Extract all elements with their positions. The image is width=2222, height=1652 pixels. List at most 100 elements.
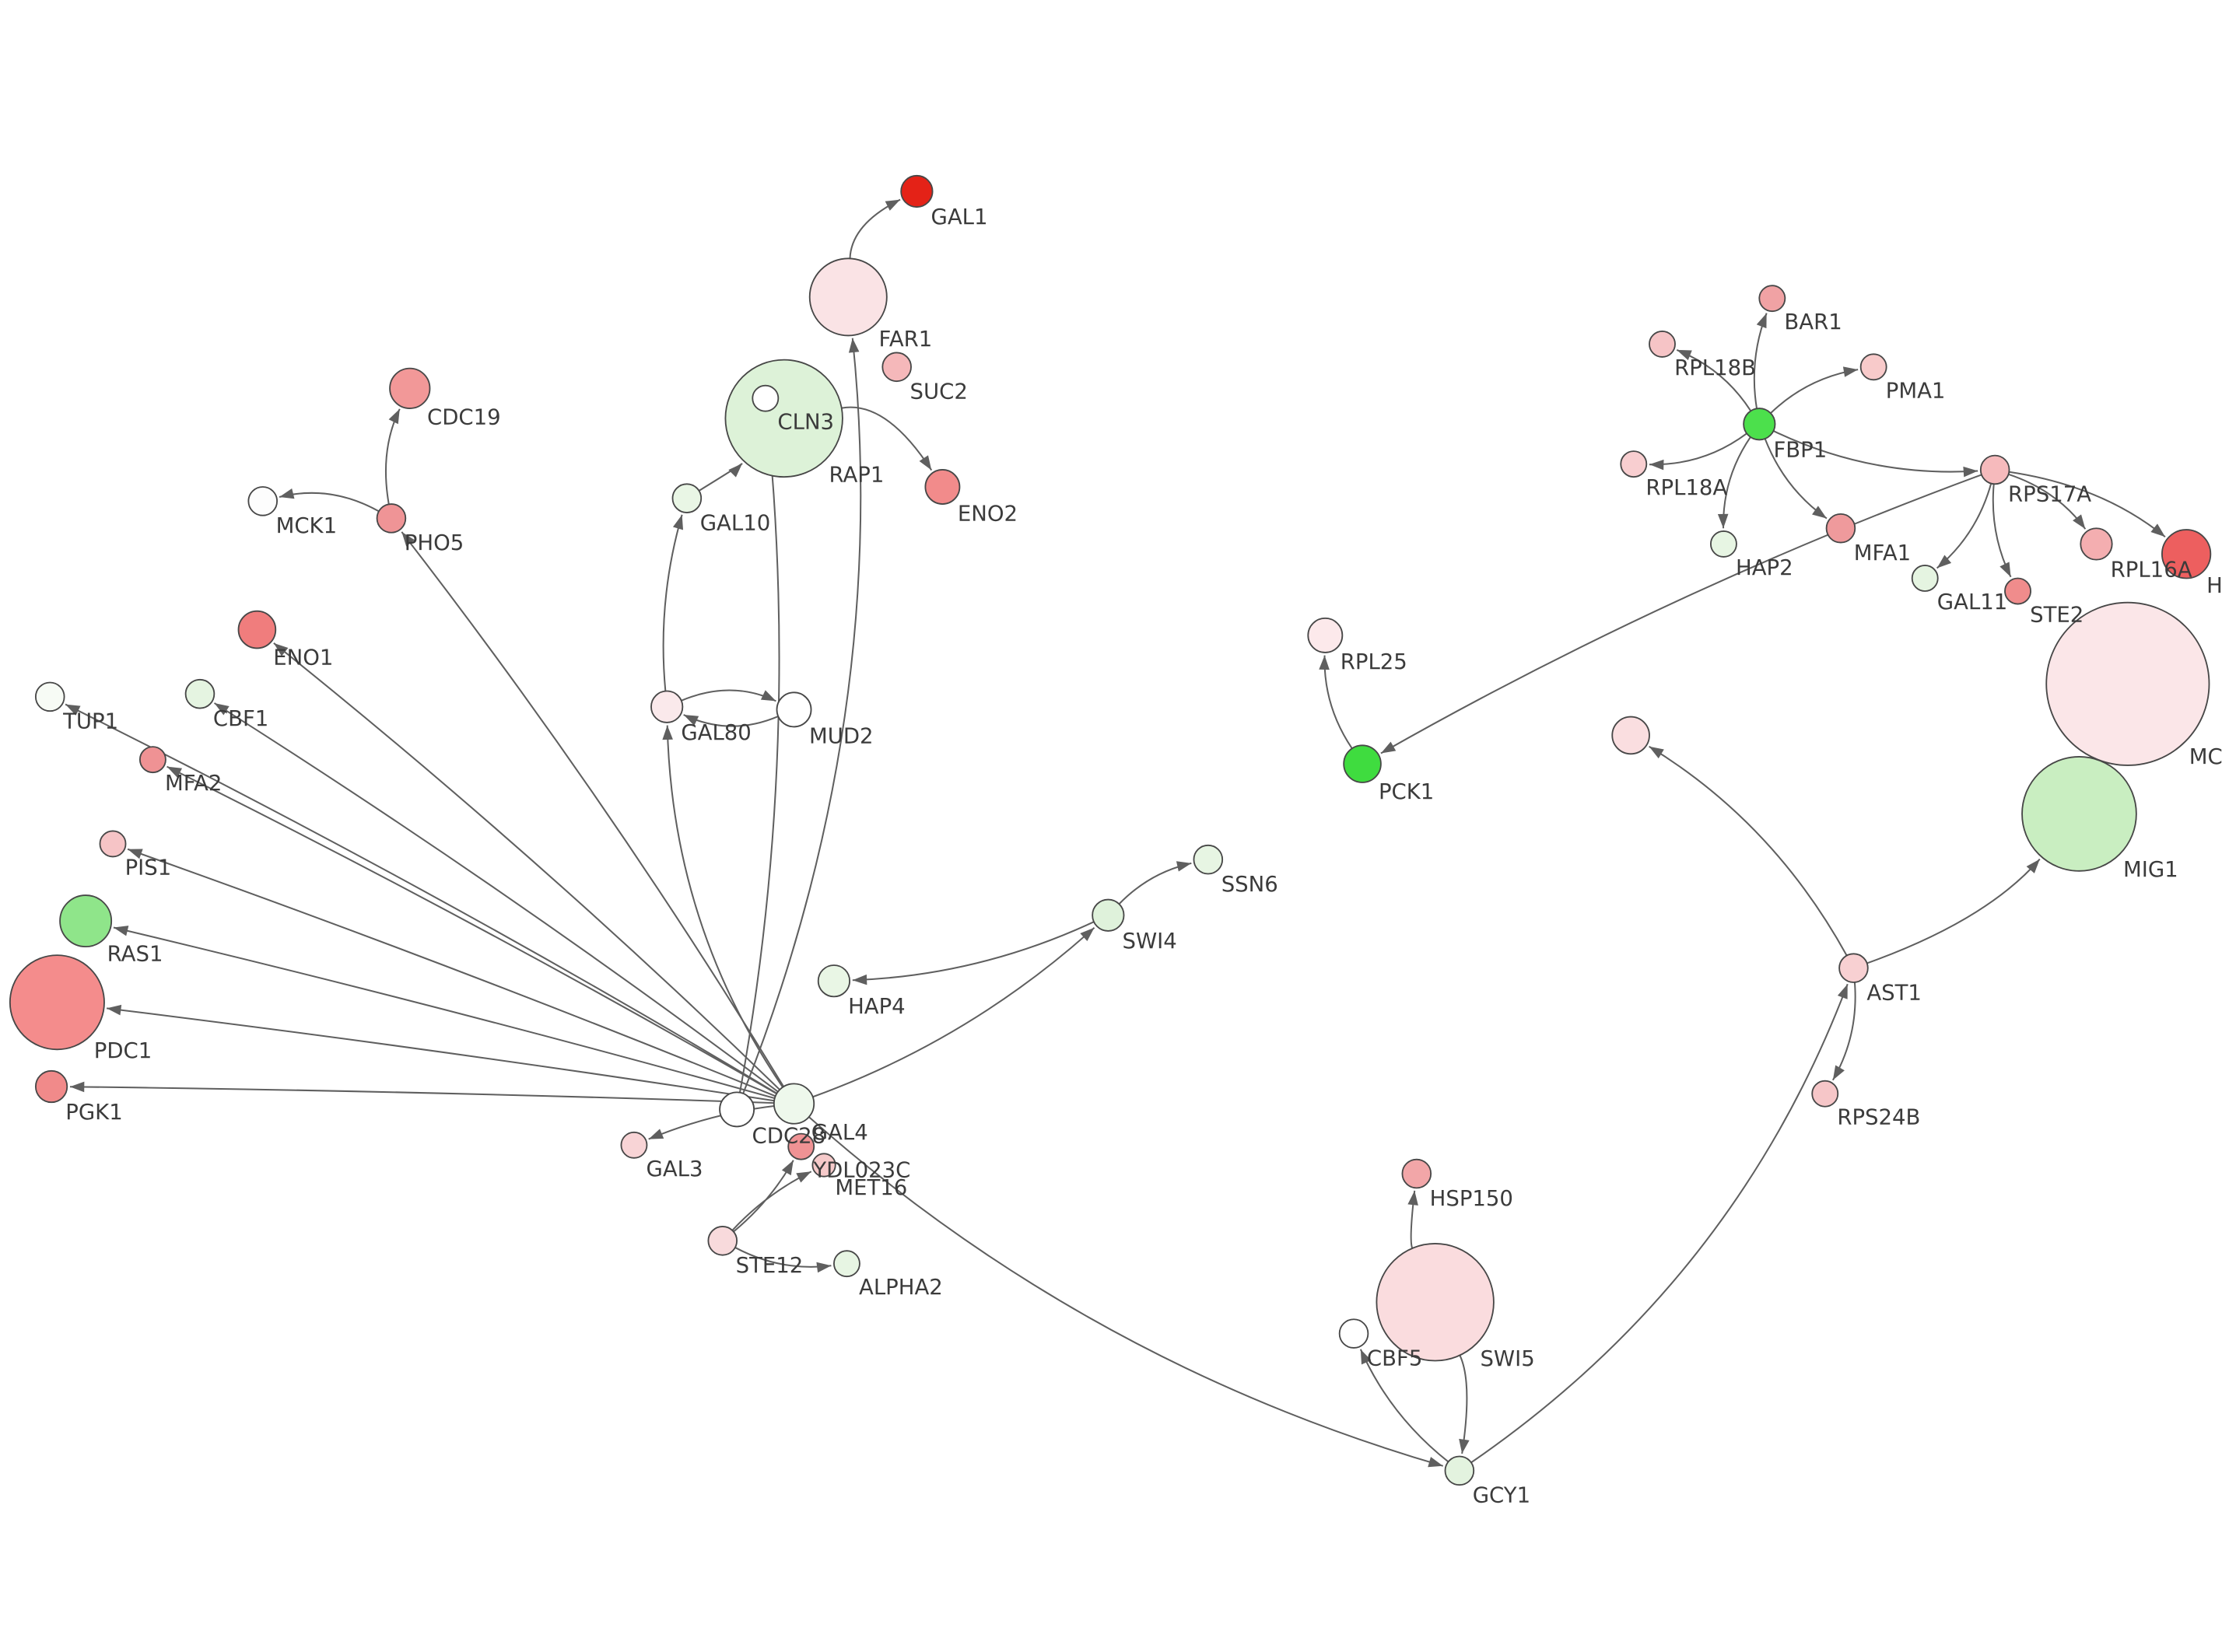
edge-RAP1-ENO2[interactable] (841, 406, 933, 471)
edge-CDC28-FAR1[interactable] (742, 338, 862, 1094)
node-tup1[interactable] (34, 681, 65, 712)
edge-RPS17A-PCK1[interactable] (1380, 474, 1982, 754)
node-pck1[interactable] (1343, 744, 1382, 783)
node-rpl18a[interactable] (1620, 450, 1648, 478)
node-ste12[interactable] (707, 1226, 738, 1256)
node-gal4[interactable] (773, 1083, 815, 1125)
node-pdc1[interactable] (9, 954, 105, 1051)
edge-FBP1-HAP2[interactable] (1717, 436, 1751, 529)
edge-GAL4-PDC1[interactable] (106, 1004, 775, 1102)
edge-GAL4-GAL3[interactable] (648, 1104, 775, 1140)
node-rps17a[interactable] (1979, 454, 2010, 485)
edge-GCY1-CBF5[interactable] (1359, 1349, 1449, 1463)
node-pho5[interactable] (376, 503, 407, 534)
edge-CDC28-CLN3[interactable] (738, 414, 780, 1093)
edge-RPS17A-GAL11[interactable] (1936, 483, 1992, 569)
node-gcy1[interactable] (1444, 1455, 1475, 1486)
edge-PHO5-MCK1[interactable] (279, 488, 380, 513)
edge-FBP1-PMA1[interactable] (1770, 366, 1859, 415)
edge-SWI4-SSN6[interactable] (1118, 861, 1192, 905)
node-gal1[interactable] (900, 174, 934, 208)
node-mck1[interactable] (247, 486, 278, 516)
node-fbp1[interactable] (1743, 408, 1776, 441)
node-gal10[interactable] (671, 483, 703, 513)
edge-GAL80-GAL10[interactable] (662, 514, 684, 691)
edge-FBP1-BAR1[interactable] (1753, 313, 1768, 409)
edge-FBP1-RPL18A[interactable] (1649, 432, 1747, 471)
edge-SWI5-GCY1[interactable] (1459, 1355, 1470, 1454)
node-gal80[interactable] (650, 690, 684, 723)
node-pgk1[interactable] (34, 1069, 68, 1104)
edge-FAR1-GAL1[interactable] (849, 198, 901, 259)
edge-STE12-ALPHA2[interactable] (734, 1247, 832, 1273)
node-ydl023c[interactable] (787, 1132, 815, 1160)
node-alpha2[interactable] (832, 1250, 860, 1278)
node-far1[interactable] (808, 257, 888, 337)
edge-AST1-NODE_X[interactable] (1649, 745, 1848, 956)
node-suc2[interactable] (881, 352, 912, 383)
node-met16[interactable] (811, 1153, 836, 1178)
node-hsp150[interactable] (1401, 1158, 1432, 1189)
node-mfa2[interactable] (138, 746, 166, 774)
node-mcm1[interactable] (2045, 601, 2210, 766)
node-ras1[interactable] (59, 894, 113, 948)
node-mud2[interactable] (776, 691, 812, 728)
node-rpl18b[interactable] (1649, 330, 1676, 358)
edge-MUD2-GAL80[interactable] (683, 714, 779, 727)
node-ast1[interactable] (1838, 953, 1869, 983)
edge-SWI4-HAP4[interactable] (852, 921, 1095, 985)
edge-GCY1-AST1[interactable] (1470, 983, 1849, 1464)
edge-GAL4-ENO1[interactable] (273, 642, 780, 1090)
node-cbf1[interactable] (184, 678, 216, 709)
node-unlabeled[interactable] (1611, 716, 1650, 755)
edge-GAL4-PHO5[interactable] (401, 531, 784, 1087)
node-cdc28[interactable] (719, 1091, 755, 1128)
edge-RPS17A-RPL16A[interactable] (2008, 473, 2087, 530)
node-rap1[interactable] (724, 359, 843, 478)
edge-GAL4-TUP1[interactable] (65, 703, 778, 1094)
edge-PHO5-CDC19[interactable] (384, 408, 401, 505)
node-cdc19[interactable] (389, 367, 431, 409)
node-mig1[interactable] (2021, 756, 2137, 872)
edge-AST1-MIG1[interactable] (1866, 858, 2041, 964)
edge-GAL4-MFA2[interactable] (166, 765, 777, 1095)
node-ste2[interactable] (2004, 577, 2031, 605)
node-eno1[interactable] (237, 610, 277, 649)
node-swi4[interactable] (1092, 898, 1125, 932)
node-bar1[interactable] (1758, 285, 1786, 313)
edge-GAL4-PIS1[interactable] (127, 848, 776, 1097)
edge-FBP1-MFA1[interactable] (1764, 438, 1828, 520)
node-cbf5[interactable] (1338, 1318, 1369, 1349)
edge-GAL10-RAP1[interactable] (698, 463, 743, 492)
node-gal11[interactable] (1911, 565, 1939, 592)
edge-FBP1-RPS17A[interactable] (1773, 430, 1978, 478)
edge-RPS17A-STE2[interactable] (1992, 484, 2012, 578)
node-ssn6[interactable] (1193, 844, 1224, 875)
edge-GAL4-CBF1[interactable] (213, 702, 779, 1093)
edge-SWI5-HSP150[interactable] (1407, 1190, 1418, 1249)
edge-GAL80-MUD2[interactable] (681, 689, 776, 702)
edge-AST1-RPS24B[interactable] (1831, 982, 1856, 1081)
node-pma1[interactable] (1859, 353, 1887, 381)
node-gal3[interactable] (620, 1131, 648, 1159)
edge-RPS17A-HIS4[interactable] (2009, 471, 2166, 538)
node-mfa1[interactable] (1825, 513, 1856, 544)
node-his4[interactable] (2161, 529, 2212, 579)
edge-PCK1-RPL25[interactable] (1319, 655, 1353, 749)
node-hap2[interactable] (1709, 530, 1737, 558)
node-swi5[interactable] (1376, 1243, 1495, 1362)
node-rpl16a[interactable] (2080, 527, 2113, 561)
edge-STE12-MET16[interactable] (731, 1171, 812, 1231)
node-rpl25[interactable] (1307, 617, 1344, 653)
edge-GAL4-SWI4[interactable] (812, 926, 1095, 1098)
node-hap4[interactable] (817, 964, 851, 998)
node-pis1[interactable] (99, 830, 127, 858)
node-rps24b[interactable] (1811, 1080, 1839, 1108)
edge-FBP1-RPL18B[interactable] (1676, 349, 1752, 411)
edge-GAL4-PGK1[interactable] (69, 1081, 774, 1104)
edge-GAL4-GCY1[interactable] (808, 1116, 1444, 1468)
node-eno2[interactable] (924, 469, 961, 505)
node-cln3[interactable] (752, 384, 780, 412)
edge-GAL4-RAS1[interactable] (113, 926, 776, 1100)
